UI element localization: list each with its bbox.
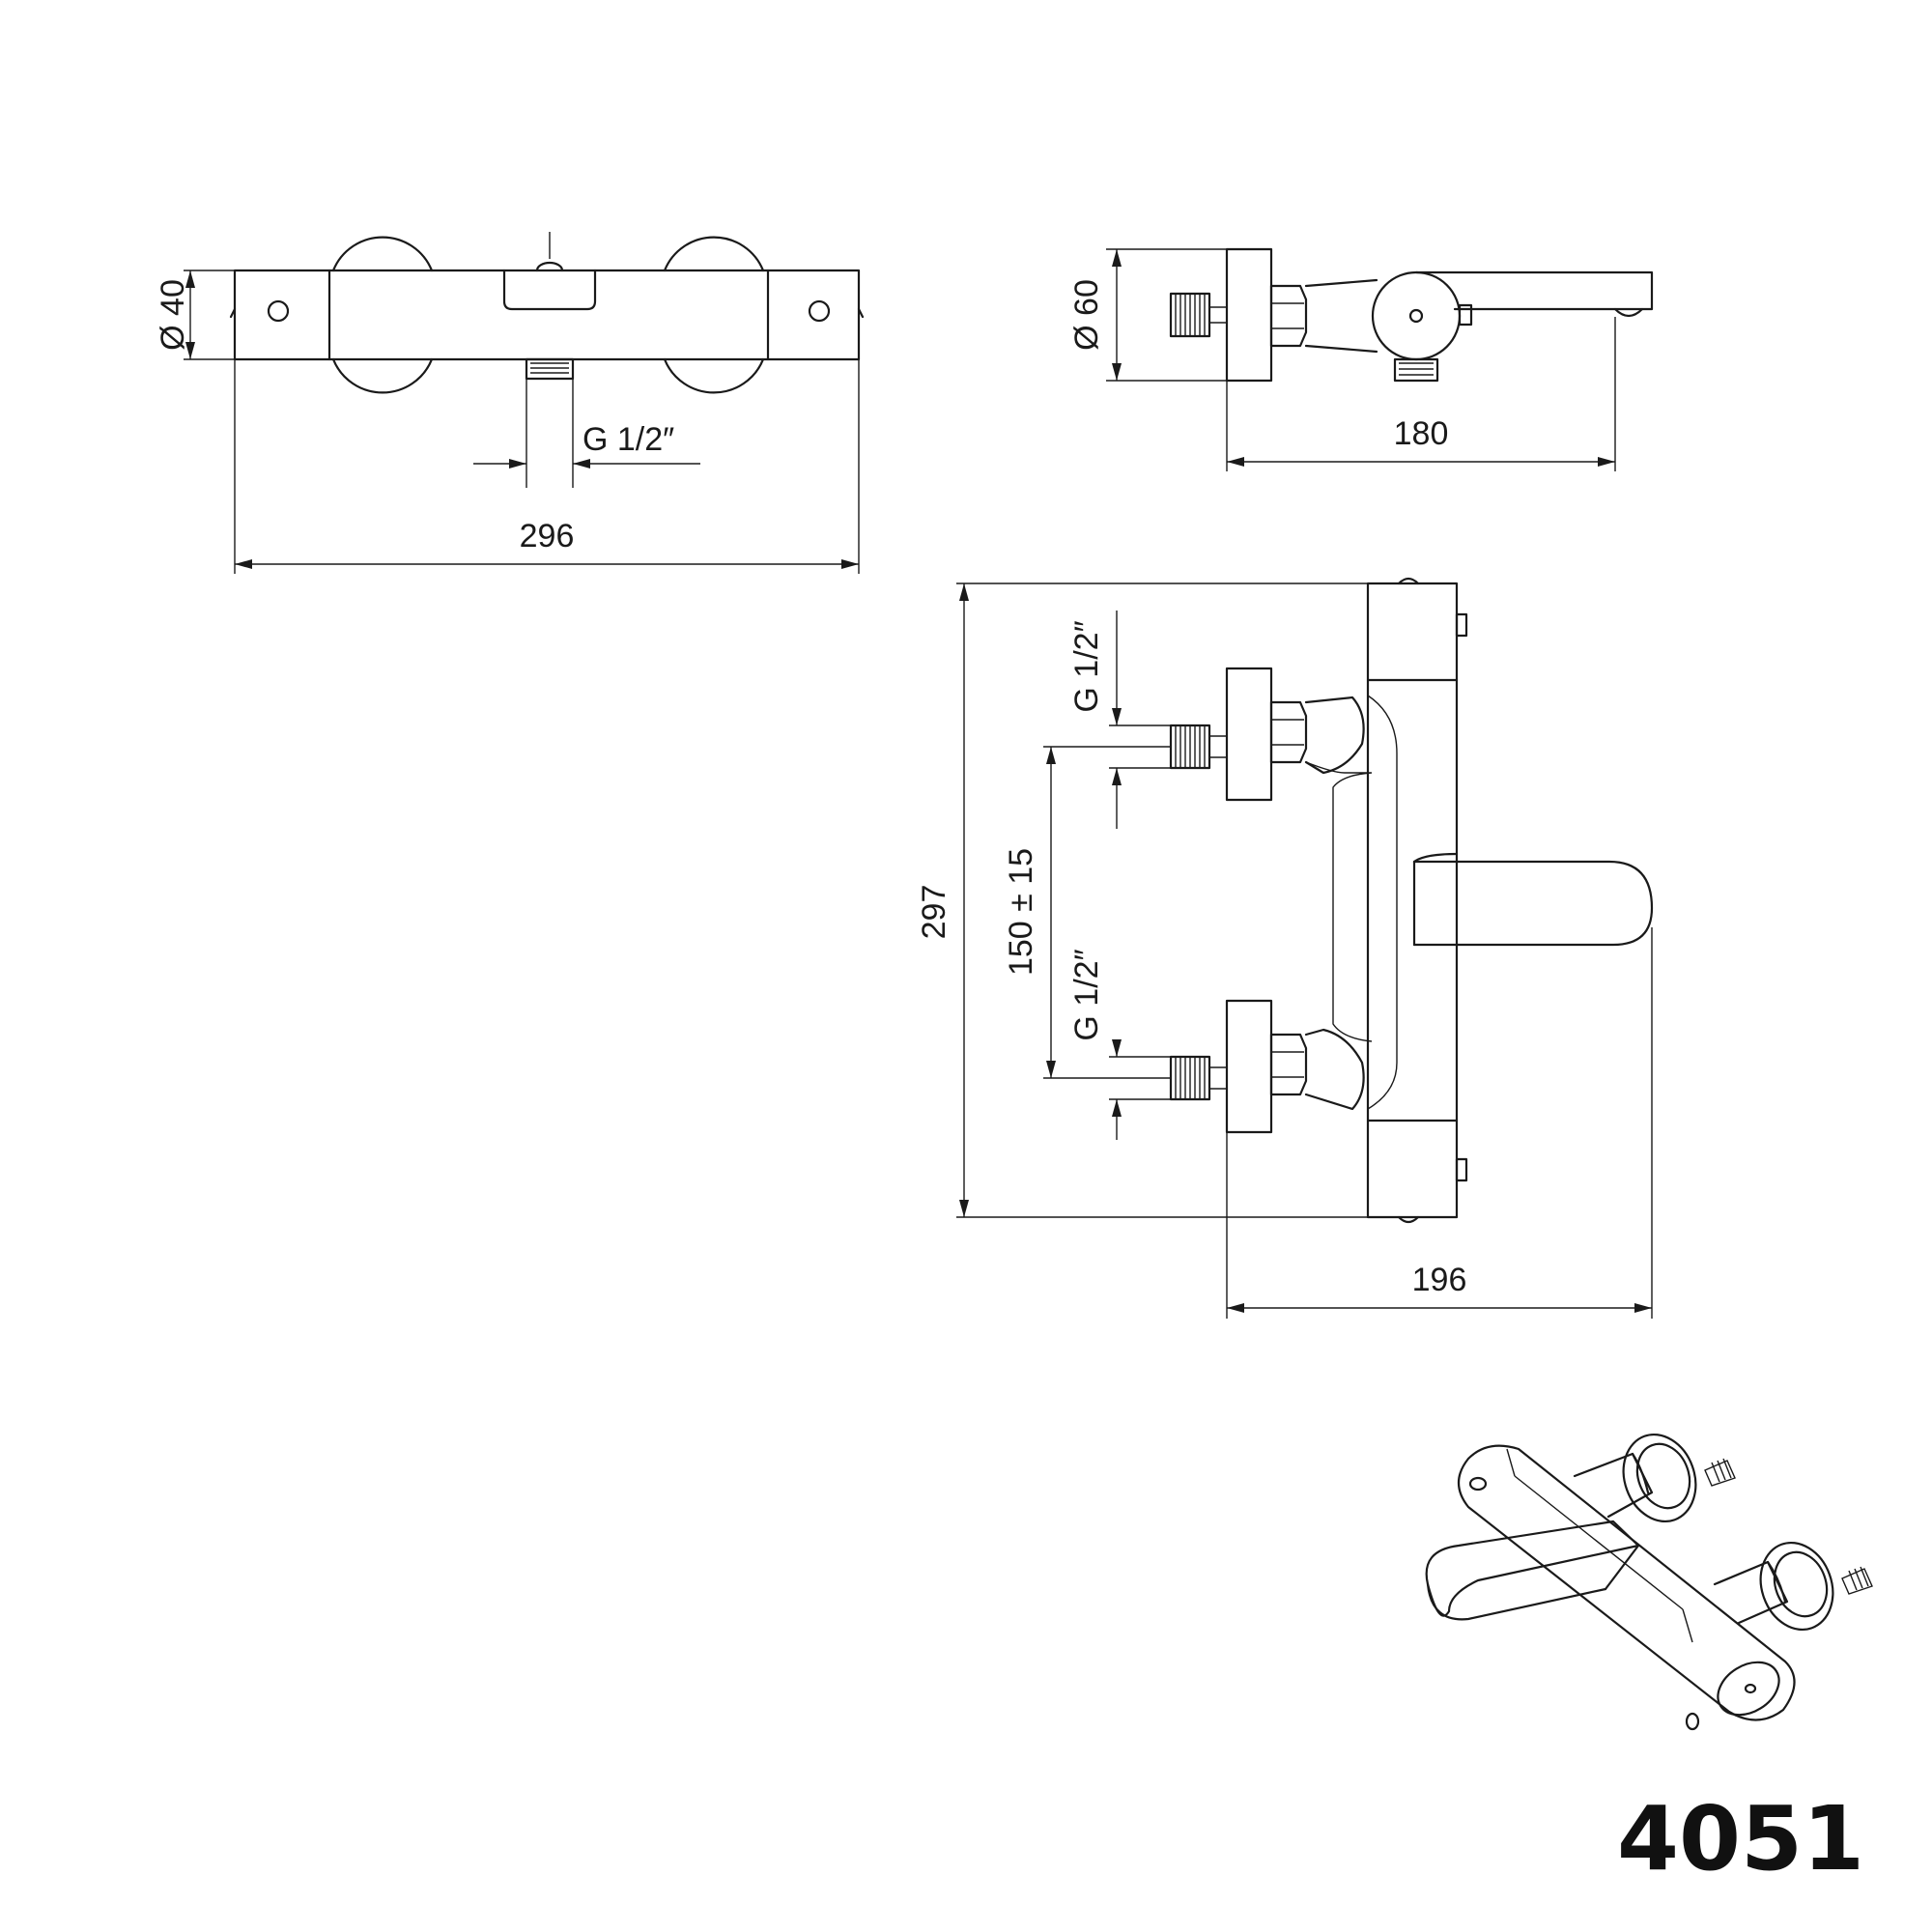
front-view [956, 577, 1654, 1319]
front-height-label: 297 [916, 885, 952, 940]
front-upper-thread-label: G 1/2″ [1068, 620, 1105, 712]
top-inlet-thread-label: G 1/2″ [582, 421, 674, 458]
top-view [184, 232, 865, 574]
side-depth-label: 180 [1394, 415, 1449, 452]
isometric-view [1425, 1433, 1873, 1731]
front-lower-thread-label: G 1/2″ [1068, 949, 1105, 1040]
front-projection-label: 196 [1412, 1262, 1467, 1298]
side-view [1106, 247, 1654, 471]
top-diameter-label: Ø 40 [155, 279, 191, 351]
front-center-distance-label: 150 ± 15 [1003, 848, 1039, 976]
side-diameter-label: Ø 60 [1068, 279, 1105, 351]
top-length-label: 296 [520, 518, 575, 554]
model-number: 4051 [1617, 1787, 1864, 1890]
